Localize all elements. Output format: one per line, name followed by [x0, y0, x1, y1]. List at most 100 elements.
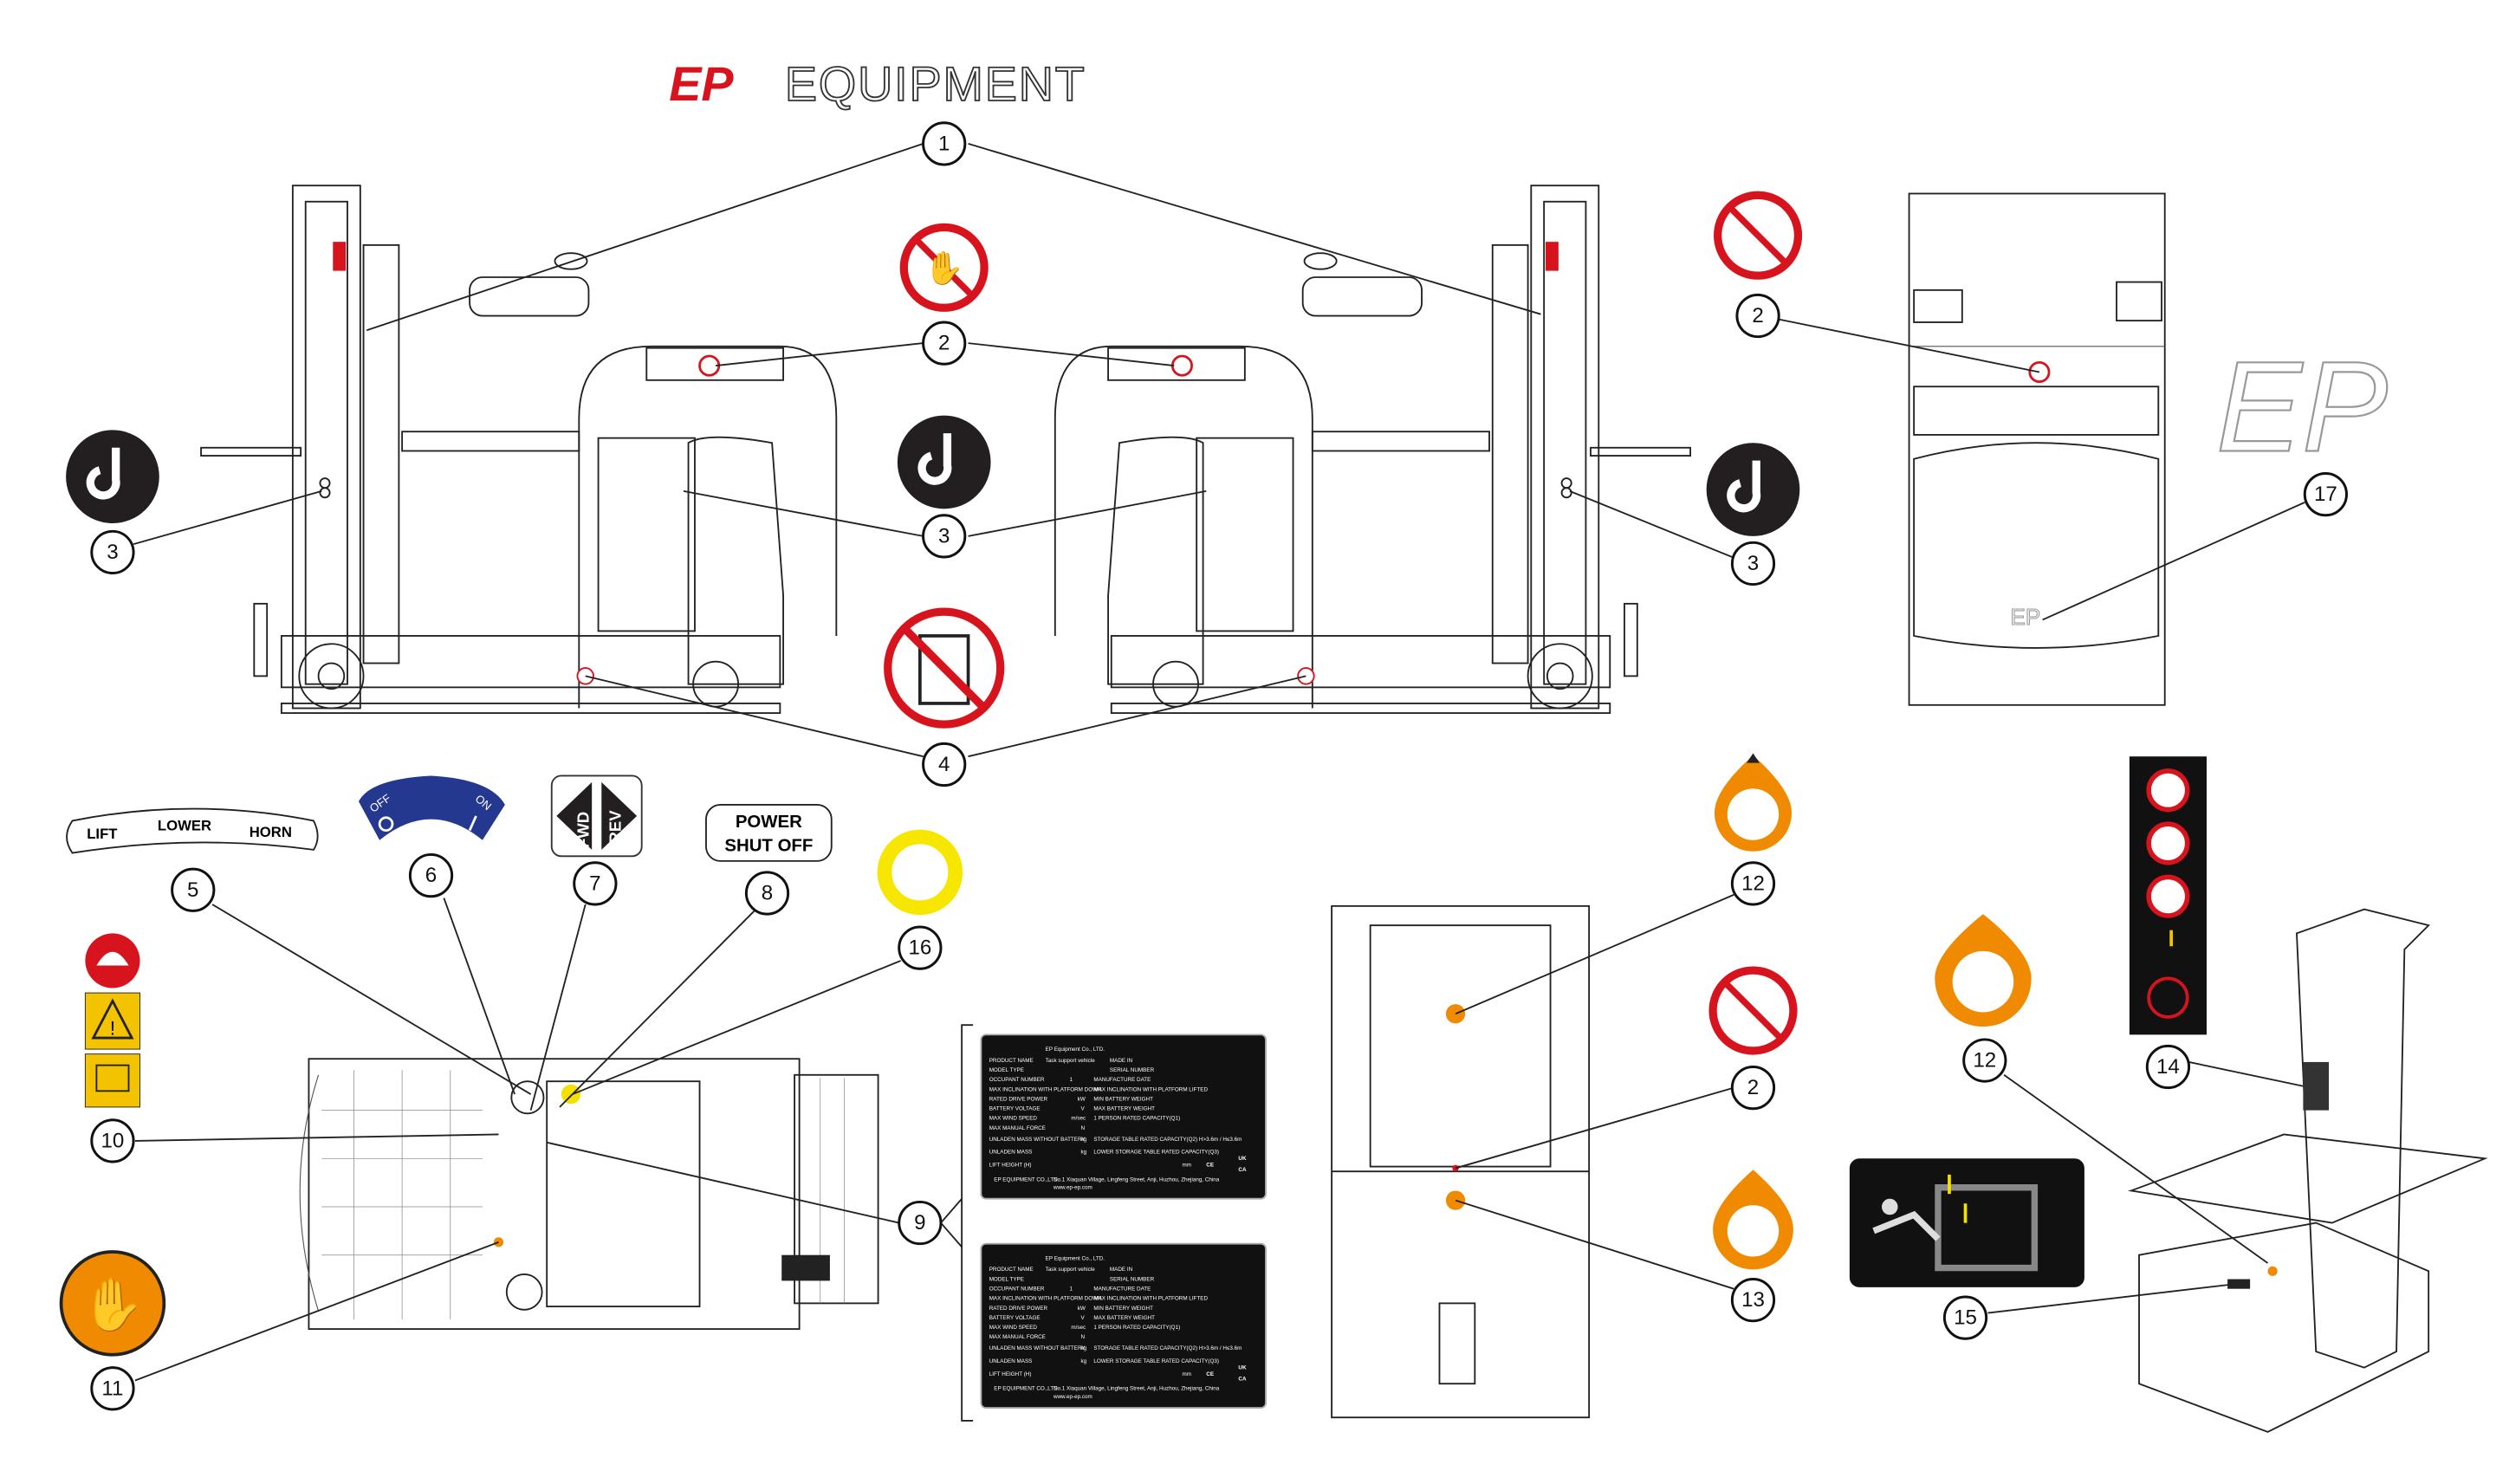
- callout-2: 2: [922, 321, 967, 366]
- callout-2: 2: [1735, 293, 1780, 339]
- callout-3: 3: [922, 514, 967, 559]
- callout-15: 15: [1942, 1295, 1988, 1340]
- callout-8: 8: [744, 871, 790, 916]
- electric-hazard-decal: ✋: [59, 1250, 166, 1357]
- svg-text:MAX WIND SPEED: MAX WIND SPEED: [989, 1116, 1038, 1122]
- svg-text:OCCUPANT NUMBER: OCCUPANT NUMBER: [989, 1077, 1045, 1083]
- callout-12: 12: [1730, 861, 1776, 906]
- direction-decal: FWD REV: [550, 774, 643, 858]
- svg-text:1: 1: [1070, 1077, 1073, 1083]
- no-riding-decal: [884, 607, 1005, 729]
- label-lift: LIFT: [87, 826, 118, 842]
- svg-text:Task support vehicle: Task support vehicle: [1046, 1058, 1096, 1064]
- callout-3: 3: [90, 529, 135, 575]
- svg-text:kg: kg: [1081, 1150, 1087, 1156]
- fall-hazard-decal: [1849, 1158, 2084, 1287]
- rear-view-vehicle: [1331, 904, 1591, 1419]
- yellow-ring-decal: [877, 829, 963, 916]
- svg-text:MODEL TYPE: MODEL TYPE: [989, 1067, 1024, 1073]
- callout-7: 7: [573, 861, 618, 906]
- callout-2: 2: [1730, 1066, 1776, 1111]
- svg-text:EP EQUIPMENT CO.,LTD.: EP EQUIPMENT CO.,LTD.: [994, 1176, 1059, 1183]
- svg-text:10: 10: [101, 1129, 125, 1152]
- svg-text:V: V: [1081, 1106, 1086, 1112]
- svg-text:EP: EP: [2011, 604, 2041, 630]
- label-shut-off: SHUT OFF: [724, 837, 813, 856]
- svg-text:1: 1: [938, 132, 950, 155]
- svg-text:LIFT HEIGHT (H): LIFT HEIGHT (H): [989, 1163, 1032, 1169]
- svg-text:16: 16: [908, 936, 931, 960]
- label-rev: REV: [606, 810, 625, 844]
- callout-11: 11: [90, 1366, 135, 1411]
- svg-text:9: 9: [914, 1211, 925, 1235]
- svg-text:No.1 Xiaquan Village, Lingfeng: No.1 Xiaquan Village, Lingfeng Street, A…: [1054, 1176, 1220, 1183]
- svg-text:3: 3: [107, 541, 118, 564]
- hand-crush-decal: [1713, 1170, 1793, 1270]
- svg-text:15: 15: [1954, 1306, 1977, 1330]
- svg-text:MAX MANUAL FORCE: MAX MANUAL FORCE: [989, 1125, 1046, 1131]
- svg-text:LOWER STORAGE TABLE RATED CAPA: LOWER STORAGE TABLE RATED CAPACITY(Q3): [1093, 1150, 1219, 1156]
- ppe-warning-decals: !: [84, 933, 140, 1108]
- control-label-decal: LIFT LOWER HORN: [66, 807, 319, 854]
- svg-text:N: N: [1081, 1125, 1086, 1131]
- nameplate: EP Equipment Co., LTD. PRODUCT NAME Task …: [980, 1034, 1267, 1200]
- svg-text:MANUFACTURE DATE: MANUFACTURE DATE: [1093, 1077, 1151, 1083]
- callout-3: 3: [1730, 541, 1776, 586]
- svg-text:MADE IN: MADE IN: [1110, 1058, 1133, 1064]
- power-shut-off-decal: POWER SHUT OFF: [705, 803, 833, 862]
- svg-text:PRODUCT NAME: PRODUCT NAME: [989, 1058, 1034, 1064]
- no-feet-decal: [1714, 191, 1803, 280]
- svg-text:kW: kW: [1078, 1096, 1086, 1102]
- label-fwd: FWD: [574, 812, 592, 848]
- hand-crush-decal: [1935, 914, 2032, 1027]
- callout-4: 4: [922, 742, 967, 787]
- svg-text:7: 7: [589, 872, 600, 895]
- svg-text:CE: CE: [1206, 1163, 1214, 1169]
- hand-crush-decal: [1711, 751, 1795, 855]
- svg-text:3: 3: [1747, 552, 1759, 575]
- svg-text:2: 2: [1752, 304, 1763, 327]
- no-feet-decal: [1708, 966, 1798, 1055]
- svg-text:mm: mm: [1182, 1163, 1191, 1169]
- top-view-vehicle: [299, 1058, 879, 1331]
- svg-text:4: 4: [938, 753, 950, 776]
- nameplate-company: EP Equipment Co., LTD.: [1046, 1047, 1105, 1053]
- label-horn: HORN: [250, 824, 292, 840]
- svg-text:2: 2: [938, 332, 950, 355]
- svg-text:UNLADEN MASS: UNLADEN MASS: [989, 1150, 1033, 1156]
- ep-equipment-logo: EP EQUIPMENT: [669, 56, 1085, 112]
- svg-text:MAX INCLINATION WITH PLATFORM: MAX INCLINATION WITH PLATFORM LIFTED: [1093, 1086, 1208, 1092]
- callout-6: 6: [408, 852, 454, 898]
- svg-text:12: 12: [1973, 1049, 1996, 1072]
- svg-text:13: 13: [1741, 1288, 1765, 1312]
- callout-10: 10: [90, 1118, 135, 1163]
- hook-icon: [1706, 443, 1800, 536]
- label-lower: LOWER: [158, 818, 211, 834]
- callout-16: 16: [898, 925, 943, 970]
- svg-text:✋: ✋: [81, 1276, 145, 1334]
- nameplate-copy: [980, 1242, 1267, 1409]
- svg-text:12: 12: [1741, 872, 1765, 895]
- prohibition-panel-decal: [2129, 756, 2207, 1035]
- callout-5: 5: [171, 867, 216, 912]
- svg-text:RATED DRIVE POWER: RATED DRIVE POWER: [989, 1096, 1048, 1102]
- svg-text:3: 3: [938, 524, 950, 548]
- callout-12: 12: [1962, 1038, 2007, 1083]
- callout-13: 13: [1730, 1278, 1776, 1323]
- svg-text:m/sec: m/sec: [1071, 1116, 1086, 1122]
- svg-text:8: 8: [762, 882, 773, 905]
- isometric-vehicle: [2128, 908, 2488, 1433]
- svg-text:SERIAL NUMBER: SERIAL NUMBER: [1110, 1067, 1155, 1073]
- hook-icon: [66, 430, 159, 524]
- svg-text:14: 14: [2156, 1055, 2180, 1079]
- svg-text:UNLADEN MASS WITHOUT BATTERY: UNLADEN MASS WITHOUT BATTERY: [989, 1137, 1086, 1143]
- svg-text:2: 2: [1747, 1076, 1759, 1099]
- svg-text:11: 11: [101, 1377, 123, 1400]
- svg-text:kg: kg: [1081, 1137, 1087, 1143]
- svg-text:UK: UK: [1238, 1156, 1247, 1162]
- svg-text:!: !: [110, 1017, 115, 1039]
- svg-text:MIN BATTERY WEIGHT: MIN BATTERY WEIGHT: [1093, 1096, 1153, 1102]
- svg-text:6: 6: [425, 864, 437, 887]
- svg-text:MAX INCLINATION WITH PLATFORM: MAX INCLINATION WITH PLATFORM DOWN: [989, 1086, 1102, 1092]
